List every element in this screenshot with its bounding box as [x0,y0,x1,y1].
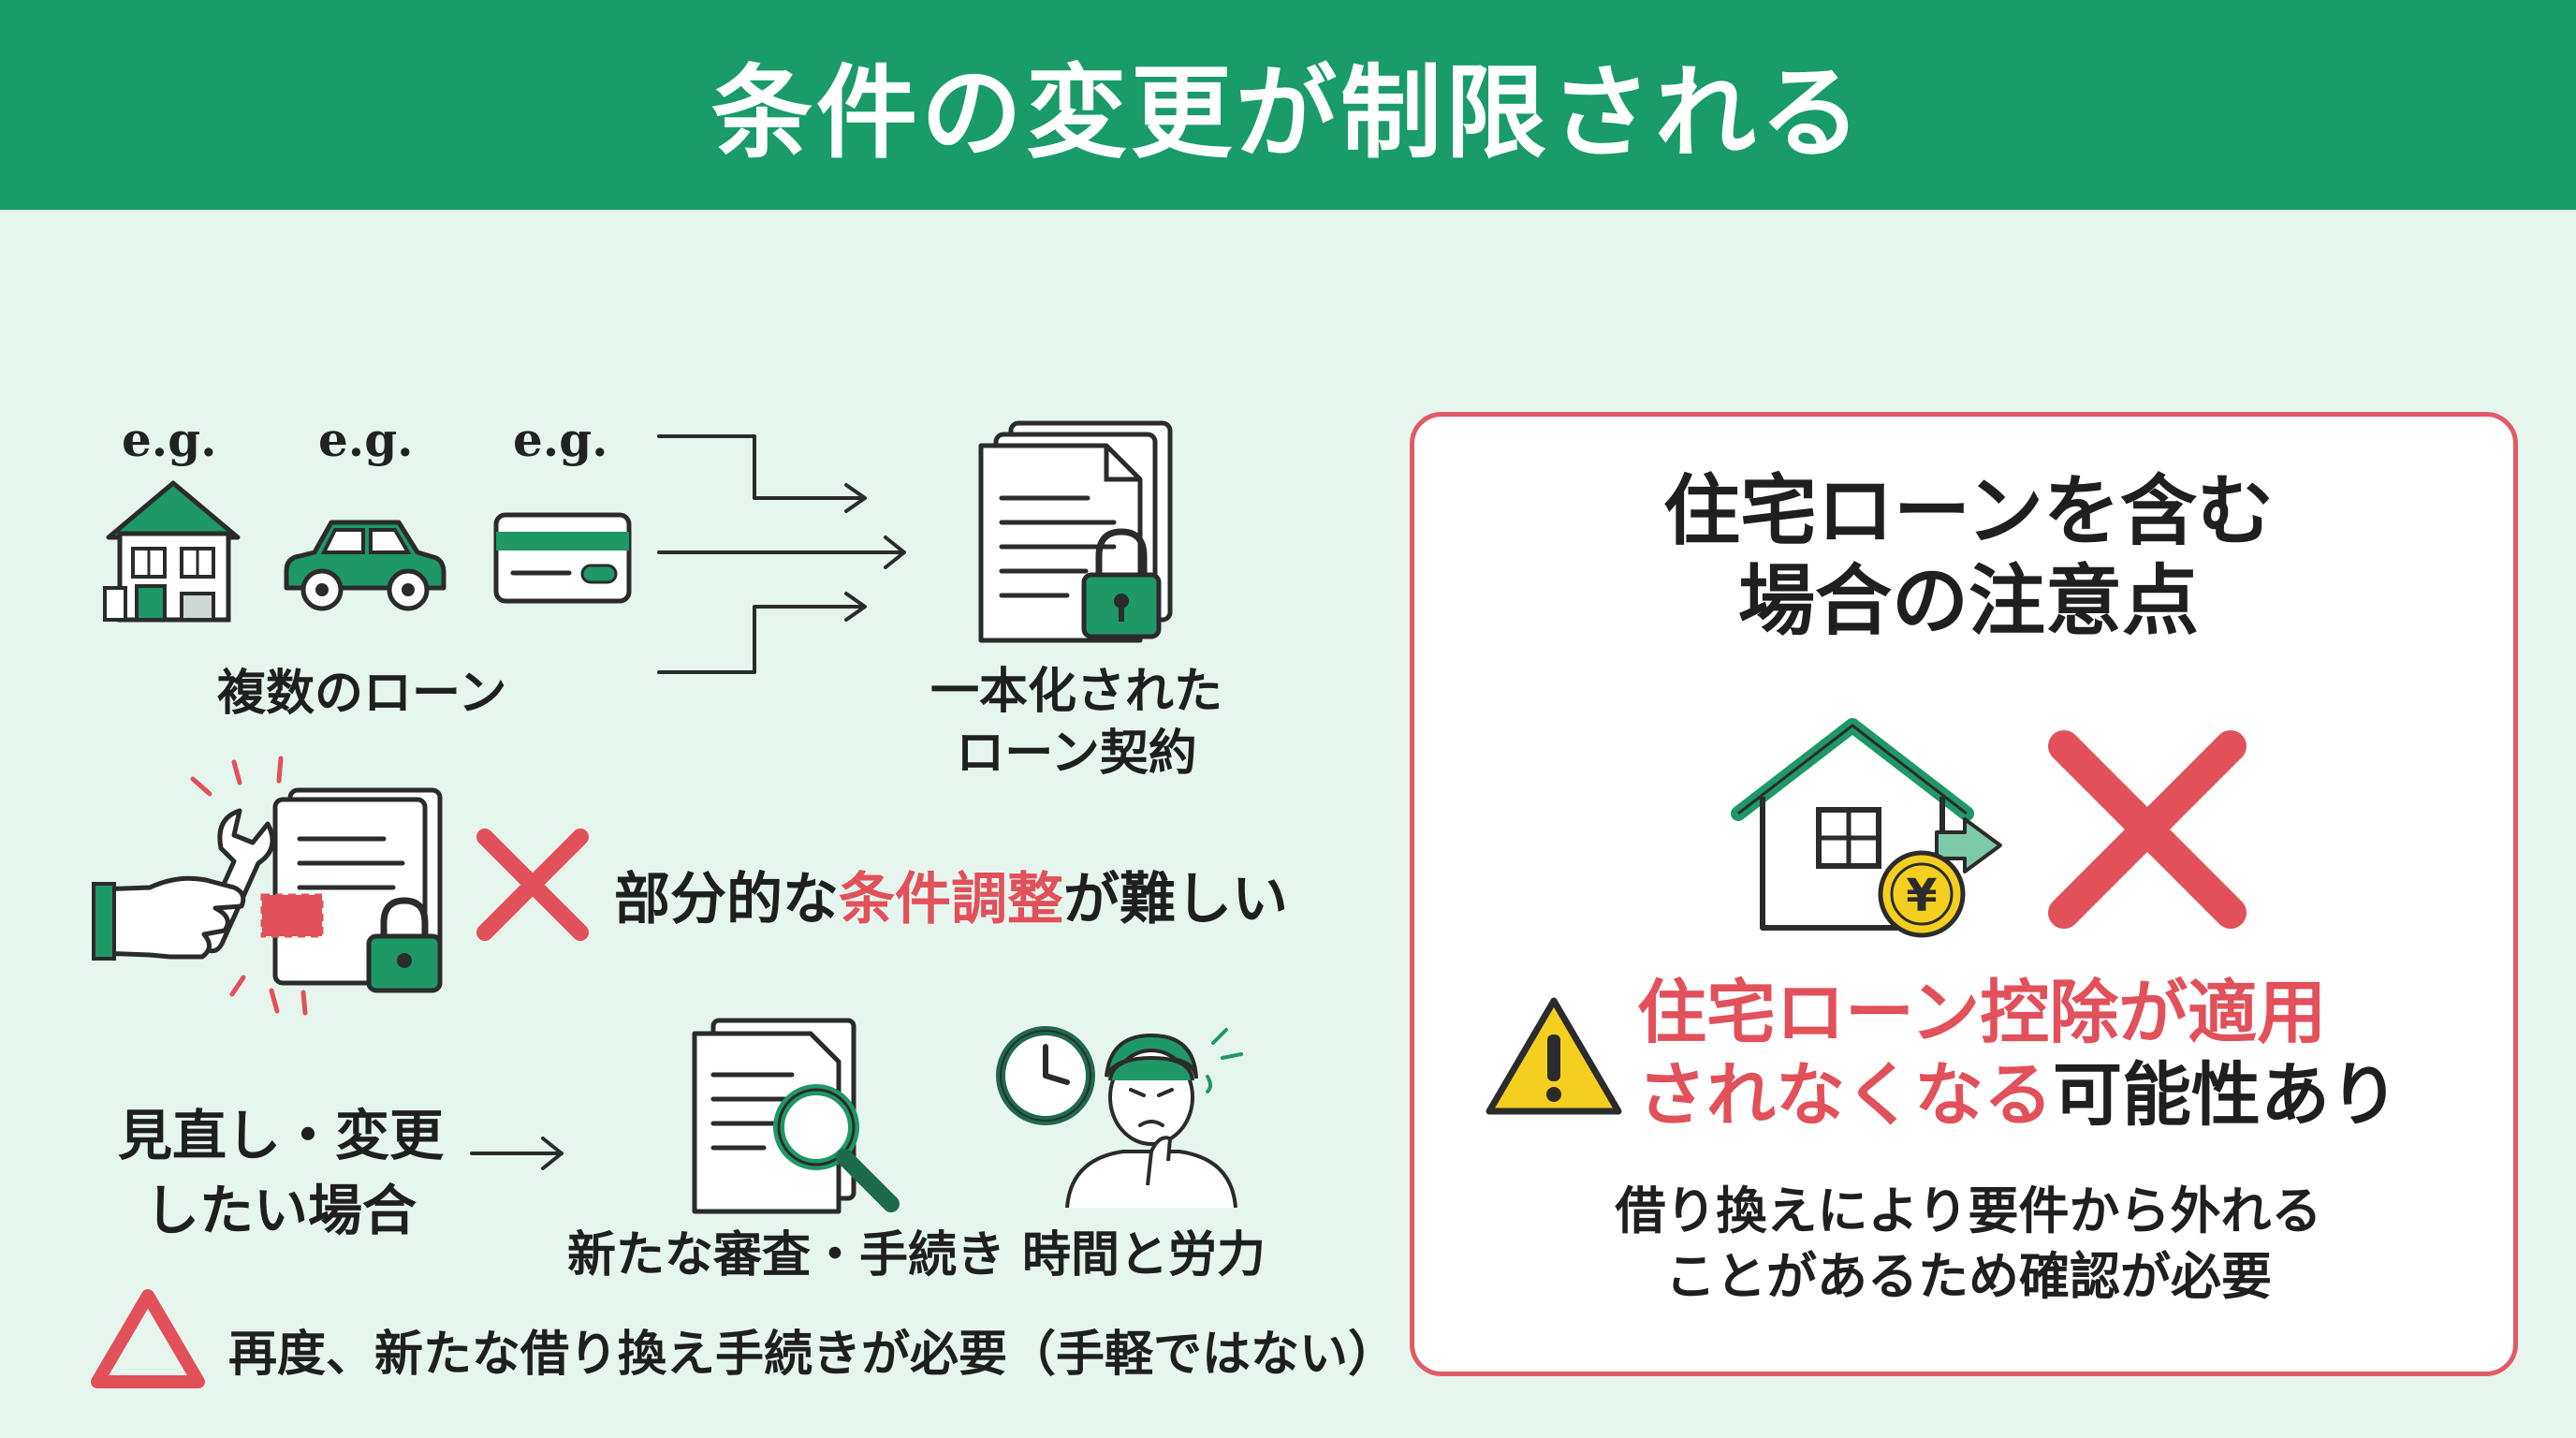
warning-black-line2: 可能性あり [2053,1055,2399,1136]
eg-label-card: e.g. [513,412,608,467]
locked-contract-icon [260,787,443,993]
big-red-x-icon [2048,730,2247,929]
unified-contract-line2: ローン契約 [956,726,1197,782]
adjustment-difficult-text: 部分的な条件調整が難しい [614,854,1288,935]
eg-label-house: e.g. [122,412,217,467]
new-screening-label: 新たな審査・手続き [567,1227,1006,1284]
document-magnifier-icon [692,1018,900,1214]
adjust-suffix: が難しい [1063,867,1288,932]
note-line2: ことがあるため確認が必要 [1665,1247,2272,1306]
triangle-icon [91,1289,205,1388]
wrench-hand-icon [92,756,308,1016]
note-line1: 借り換えにより要件から外れる [1615,1181,2322,1240]
house-icon [103,480,241,623]
converging-arrows [657,434,906,674]
triangle-note-text: 再度、新たな借り換え手続きが必要（手軽ではない） [228,1327,1398,1383]
warning-red-line2: されなくなる [1637,1055,2053,1136]
worried-person-icon [1065,1028,1243,1209]
right-arrow-icon [470,1137,564,1170]
adjust-prefix: 部分的な [614,867,839,932]
multiple-loans-label: 複数のローン [217,666,507,722]
locked-document-stack-icon [978,420,1173,643]
notice-title-line2: 場合の注意点 [1737,557,2199,646]
credit-card-icon [493,512,632,604]
review-line2: したい場合 [144,1179,417,1242]
review-line1: 見直し・変更 [117,1104,444,1167]
header-banner: 条件の変更が制限される [0,0,2576,210]
eg-label-car: e.g. [318,412,414,467]
yen-symbol: ¥ [1906,870,1937,922]
warning-icon [1486,997,1622,1115]
notice-title-line1: 住宅ローンを含む [1663,467,2274,556]
page-title: 条件の変更が制限される [710,55,1865,172]
house-yen-icon: ¥ [1731,718,2002,938]
notice-box: 住宅ローンを含む 場合の注意点 ¥ 住宅ローン控除が適用 されなくなる可能性あり… [1410,412,2518,1376]
car-icon [284,520,446,611]
clock-icon [996,1026,1095,1125]
red-x-icon [476,829,589,941]
warning-line2: されなくなる可能性あり [1637,1055,2399,1137]
unified-contract-line1: 一本化された [929,664,1222,720]
time-effort-label: 時間と労力 [1022,1227,1266,1284]
adjust-highlight: 条件調整 [839,867,1063,932]
warning-red-line1: 住宅ローン控除が適用 [1637,973,2327,1053]
